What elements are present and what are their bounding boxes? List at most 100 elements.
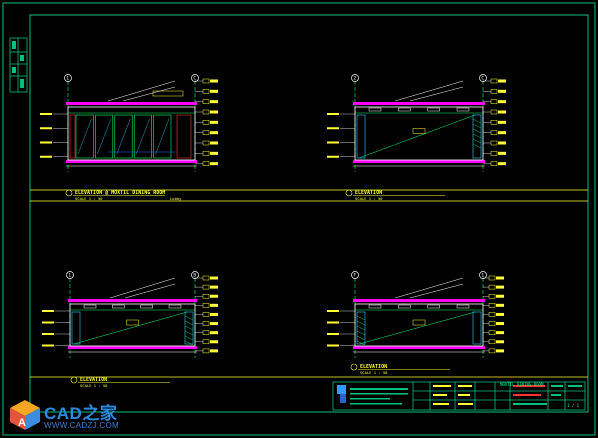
- elevation-scale: SCALE 1 : 50: [355, 196, 383, 201]
- soffit-light: [398, 107, 411, 112]
- column-hatch: [356, 340, 366, 346]
- callout-tag: [202, 161, 210, 166]
- grid-bubble: [191, 74, 199, 82]
- grid-label: 1: [66, 76, 69, 82]
- left-note-mark: [40, 113, 52, 115]
- column-hatch: [472, 128, 482, 134]
- callout-tag: [490, 78, 498, 84]
- callout-tag: [202, 303, 210, 308]
- floor-line: [353, 160, 485, 163]
- left-note-mark: [40, 127, 52, 130]
- callout-text-mark: [210, 162, 218, 166]
- light-fixture: [152, 90, 184, 97]
- callout-tag: [490, 109, 498, 115]
- grid-label: F: [353, 273, 356, 279]
- diagonal-line: [358, 114, 476, 159]
- callout-tag: [202, 99, 210, 104]
- grid-label: 1: [481, 273, 484, 279]
- left-note-mark: [327, 155, 339, 158]
- callout-text-mark: [210, 131, 218, 135]
- soffit-light: [427, 304, 440, 309]
- callout-tag: [202, 140, 210, 146]
- leader-line: [124, 283, 176, 299]
- callout-tag: [490, 161, 498, 166]
- callout-text-mark: [496, 349, 504, 353]
- callout-text-mark: [496, 340, 504, 344]
- leader-line: [107, 80, 176, 102]
- column-hatch: [184, 320, 194, 326]
- callout-tag: [202, 130, 210, 135]
- title-block: [332, 381, 586, 411]
- door-panel: [176, 114, 192, 159]
- callout-tag: [490, 89, 498, 94]
- grid-label: C: [481, 76, 484, 82]
- callout-text-mark: [210, 79, 218, 83]
- column-hatch: [184, 325, 194, 331]
- callout-tag: [202, 120, 210, 125]
- left-note-mark: [327, 321, 339, 324]
- callout-text-mark: [496, 331, 504, 335]
- svg-text:A: A: [18, 417, 26, 429]
- soffit-light: [140, 304, 153, 309]
- callout-text-mark: [496, 285, 504, 289]
- callout-tag: [488, 284, 496, 290]
- column-hatch: [472, 138, 482, 144]
- callout-tag: [490, 130, 498, 135]
- left-note-mark: [327, 127, 339, 130]
- grid-bubble: [191, 271, 199, 279]
- left-note-mark: [42, 333, 54, 335]
- callout-tag: [202, 151, 210, 156]
- elevation-scale: SCALE 1 : 50: [360, 370, 388, 375]
- leader-line: [394, 277, 464, 299]
- grid-bubble: [64, 74, 72, 82]
- wall-outline: [67, 106, 196, 161]
- glass-panel: [95, 114, 114, 159]
- callout-text-mark: [210, 294, 218, 298]
- callout-text-mark: [498, 120, 506, 124]
- column-section: [71, 311, 81, 345]
- column-hatch: [184, 335, 194, 341]
- left-note-mark: [40, 141, 52, 144]
- left-note-mark: [42, 310, 54, 312]
- callout-text-mark: [496, 303, 504, 307]
- callout-tag: [488, 275, 496, 281]
- soffit-light: [83, 304, 97, 309]
- callout-text-mark: [496, 312, 504, 316]
- glass-hatch: [77, 118, 92, 155]
- column-hatch: [184, 315, 194, 321]
- column-hatch: [356, 335, 366, 341]
- callout-tag: [488, 312, 496, 317]
- glass-hatch: [116, 118, 131, 155]
- leader-line: [409, 86, 464, 102]
- section-marker-icon: [65, 189, 73, 197]
- callout-text-mark: [210, 322, 218, 326]
- left-note-mark: [327, 344, 339, 347]
- title-block-project: MOXTIL DINING ROOM: [500, 382, 544, 387]
- grid-bubble: [479, 74, 487, 82]
- elevation-title: ELEVATION: [360, 364, 387, 370]
- title-block-logo-icon: [337, 385, 346, 403]
- callout-text-mark: [210, 303, 218, 307]
- section-marker-icon: [350, 363, 358, 371]
- callout-tag: [488, 293, 496, 299]
- section-dividers: [30, 189, 588, 378]
- grid-bubble: [479, 271, 487, 279]
- leader-line: [394, 80, 464, 102]
- left-note-mark: [42, 321, 54, 324]
- grid-label: 2: [353, 76, 356, 82]
- callout-text-mark: [210, 349, 218, 353]
- callout-tag: [488, 330, 496, 335]
- floor-line: [353, 346, 485, 349]
- revision-marks: [12, 41, 24, 88]
- ceiling-line: [66, 102, 197, 105]
- title-block-text: [350, 388, 408, 405]
- callout-tag: [202, 284, 210, 290]
- callout-text-mark: [210, 312, 218, 316]
- column-hatch: [472, 123, 482, 129]
- callout-tag: [202, 78, 210, 84]
- ceiling-line: [68, 299, 197, 302]
- floor-line: [68, 346, 197, 349]
